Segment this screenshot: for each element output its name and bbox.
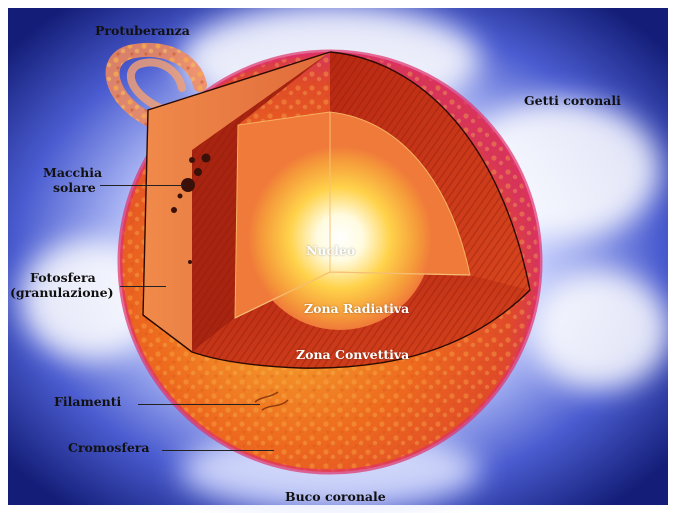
- label-cromosfera: Cromosfera: [68, 440, 150, 455]
- label-macchia-line1: Macchia: [43, 165, 102, 180]
- sunspot-leader-line: [100, 185, 186, 186]
- label-fotosfera-line2: (granulazione): [10, 285, 114, 300]
- label-buco-coronale: Buco coronale: [285, 489, 386, 504]
- photosphere-leader-line: [120, 286, 166, 287]
- label-zona-radiativa: Zona Radiativa: [304, 301, 409, 316]
- filaments-leader-line: [138, 404, 260, 405]
- label-filamenti: Filamenti: [54, 394, 121, 409]
- label-getti-coronali: Getti coronali: [524, 93, 621, 108]
- label-zona-convettiva: Zona Convettiva: [296, 347, 409, 362]
- label-protuberanza: Protuberanza: [95, 23, 190, 38]
- label-macchia-line2: solare: [53, 180, 102, 195]
- label-fotosfera-line1: Fotosfera: [30, 270, 114, 285]
- chromosphere-leader-line: [162, 450, 274, 451]
- label-fotosfera: Fotosfera (granulazione): [10, 270, 114, 300]
- label-macchia-solare: Macchia solare: [43, 165, 102, 195]
- label-nucleo: Nucleo: [306, 243, 355, 258]
